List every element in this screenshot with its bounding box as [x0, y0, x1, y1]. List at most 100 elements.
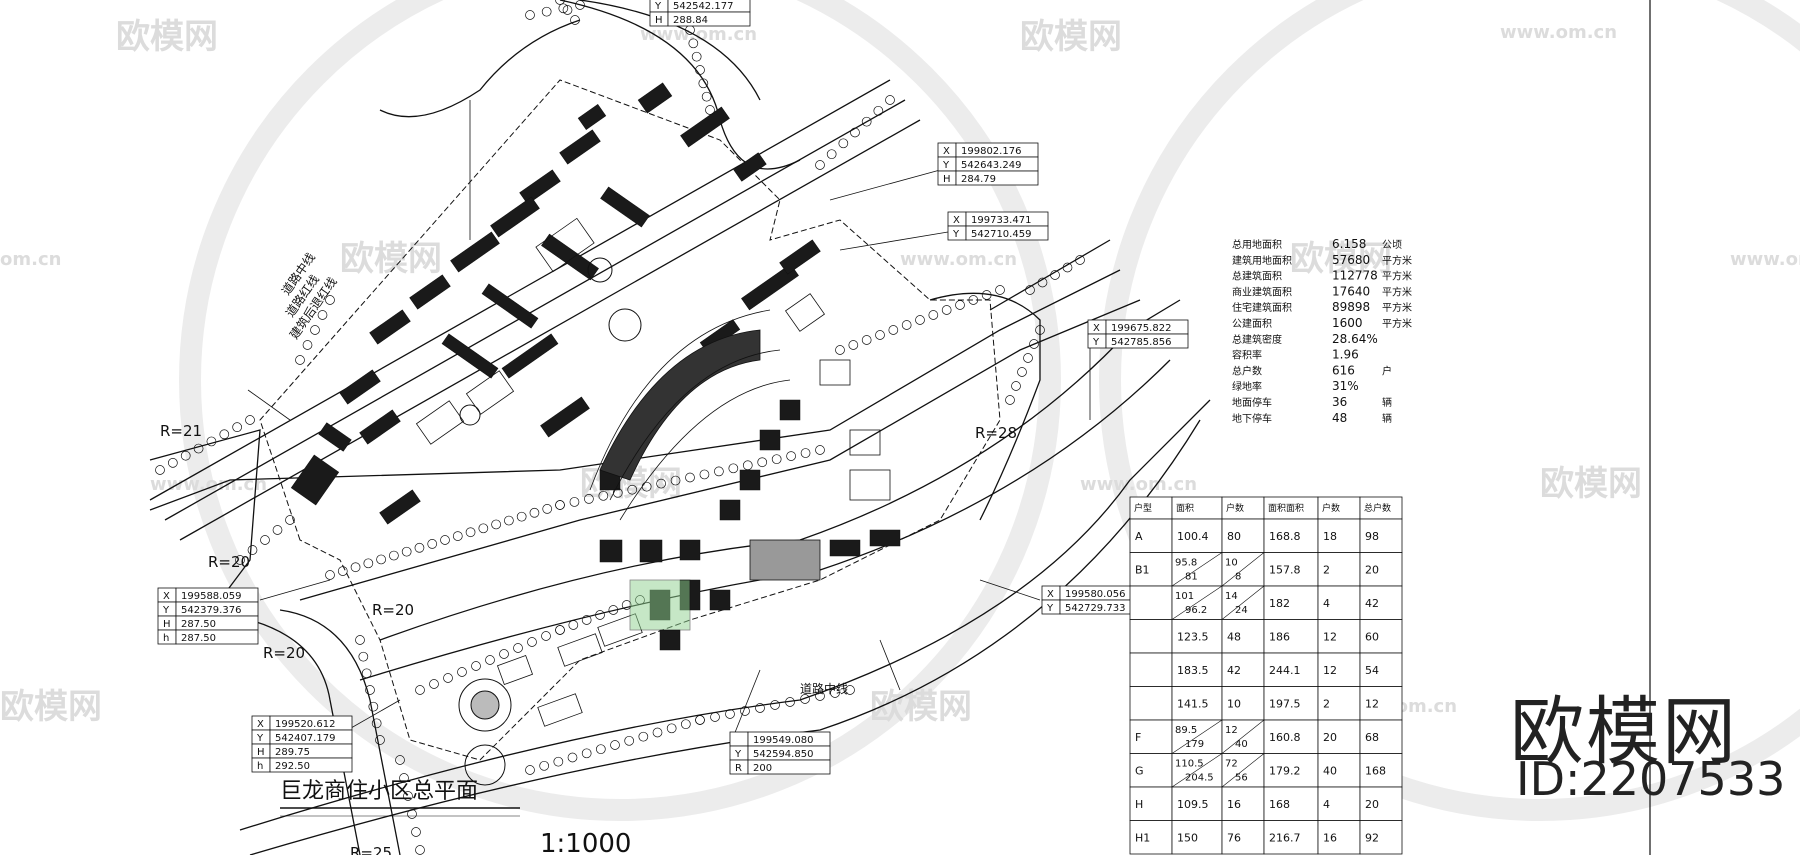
tree-icon	[848, 340, 859, 350]
tree-icon	[861, 335, 872, 345]
tree-icon	[407, 809, 417, 819]
tree-icon	[624, 735, 635, 746]
tree-icon	[562, 5, 573, 15]
stat-unit: 公顷	[1382, 239, 1402, 251]
building-footprint	[680, 106, 730, 148]
stat-value: 1600	[1332, 316, 1363, 330]
building-footprint	[733, 152, 767, 182]
building-footprint	[318, 422, 352, 452]
coord-axis-label: H	[257, 747, 265, 758]
tree-icon	[219, 429, 230, 440]
tree-icon	[800, 694, 810, 704]
tree-icon	[443, 673, 453, 683]
fan-arc	[589, 309, 771, 491]
tree-icon	[701, 91, 712, 102]
coord-value: 542643.249	[961, 160, 1021, 171]
unit-table-cell: 20	[1365, 564, 1379, 577]
building-footprint	[639, 539, 663, 563]
stat-label: 总建筑密度	[1232, 333, 1282, 346]
coord-value: 542594.850	[753, 749, 813, 760]
unit-table-cell: 2	[1323, 698, 1330, 711]
coord-value: 542710.459	[971, 229, 1031, 240]
building-footprint	[559, 129, 601, 165]
coord-axis-label: Y	[952, 229, 960, 240]
coord-value: 288.84	[673, 15, 708, 26]
tree-icon	[429, 679, 439, 689]
tree-icon	[685, 472, 695, 483]
unit-table-cell: 244.1	[1269, 664, 1301, 677]
tree-icon	[302, 340, 313, 350]
stat-unit: 平方米	[1382, 270, 1412, 283]
unit-table-cell: F	[1135, 731, 1141, 744]
unit-table-cell: 12	[1323, 664, 1337, 677]
watermark-text: 欧模网	[340, 239, 442, 279]
model-id: ID:2207533	[1516, 752, 1786, 806]
road-curve	[379, 19, 581, 118]
tree-icon	[1037, 277, 1048, 288]
tree-icon	[885, 95, 895, 105]
tree-icon	[901, 320, 912, 330]
tree-layer	[155, 0, 1085, 855]
building-footprint	[359, 409, 401, 445]
coord-axis-label: h	[257, 761, 263, 772]
unit-table-cell: 98	[1365, 530, 1379, 543]
coord-value: 287.50	[181, 619, 216, 630]
tree-icon	[272, 525, 283, 535]
tree-icon	[232, 422, 242, 432]
watermark-text: 欧模网	[116, 17, 218, 57]
building-footprint	[290, 454, 340, 506]
unit-table-cell: H1	[1135, 832, 1150, 845]
tree-icon	[652, 727, 663, 738]
tree-icon	[742, 460, 753, 471]
tree-icon	[699, 469, 710, 480]
roundabout	[464, 744, 506, 786]
tree-icon	[414, 542, 425, 553]
stat-unit: 平方米	[1382, 285, 1412, 298]
tree-icon	[555, 625, 565, 635]
coord-value: 542407.179	[275, 733, 335, 744]
tree-icon	[698, 78, 709, 89]
fan-arc	[619, 379, 791, 521]
tree-icon	[541, 631, 551, 641]
unit-table-cell: 150	[1177, 832, 1198, 845]
unit-table-cell: 160.8	[1269, 731, 1301, 744]
coord-axis-label: Y	[734, 749, 742, 760]
tree-icon	[465, 527, 476, 538]
building-footprint	[741, 263, 799, 311]
tree-icon	[680, 719, 691, 730]
tree-icon	[584, 494, 594, 504]
watermark-text: 欧模网	[0, 687, 102, 727]
tree-icon	[815, 691, 825, 701]
tree-icon	[955, 300, 965, 310]
building-outline	[784, 293, 826, 332]
coord-value: 199549.080	[753, 735, 813, 746]
roundabout-core	[470, 690, 500, 720]
building-footprint	[829, 539, 861, 557]
tree-icon	[670, 475, 681, 486]
unit-table-cell: 168	[1269, 798, 1290, 811]
tree-icon	[471, 661, 481, 671]
coord-value: 199675.822	[1111, 323, 1171, 334]
main-road-edge	[179, 119, 921, 541]
tree-icon	[1025, 285, 1035, 295]
tree-icon	[627, 484, 638, 495]
tree-icon	[206, 436, 217, 447]
coord-axis-label: H	[655, 15, 663, 26]
roundabout	[587, 257, 613, 283]
tree-icon	[785, 697, 795, 707]
tree-icon	[415, 845, 425, 855]
tree-icon	[815, 445, 825, 455]
tree-icon	[525, 10, 535, 20]
tree-icon	[365, 685, 375, 695]
stat-unit: 辆	[1382, 412, 1392, 425]
tree-icon	[915, 315, 925, 325]
tree-icon	[555, 500, 565, 510]
stat-value: 31%	[1332, 379, 1359, 393]
